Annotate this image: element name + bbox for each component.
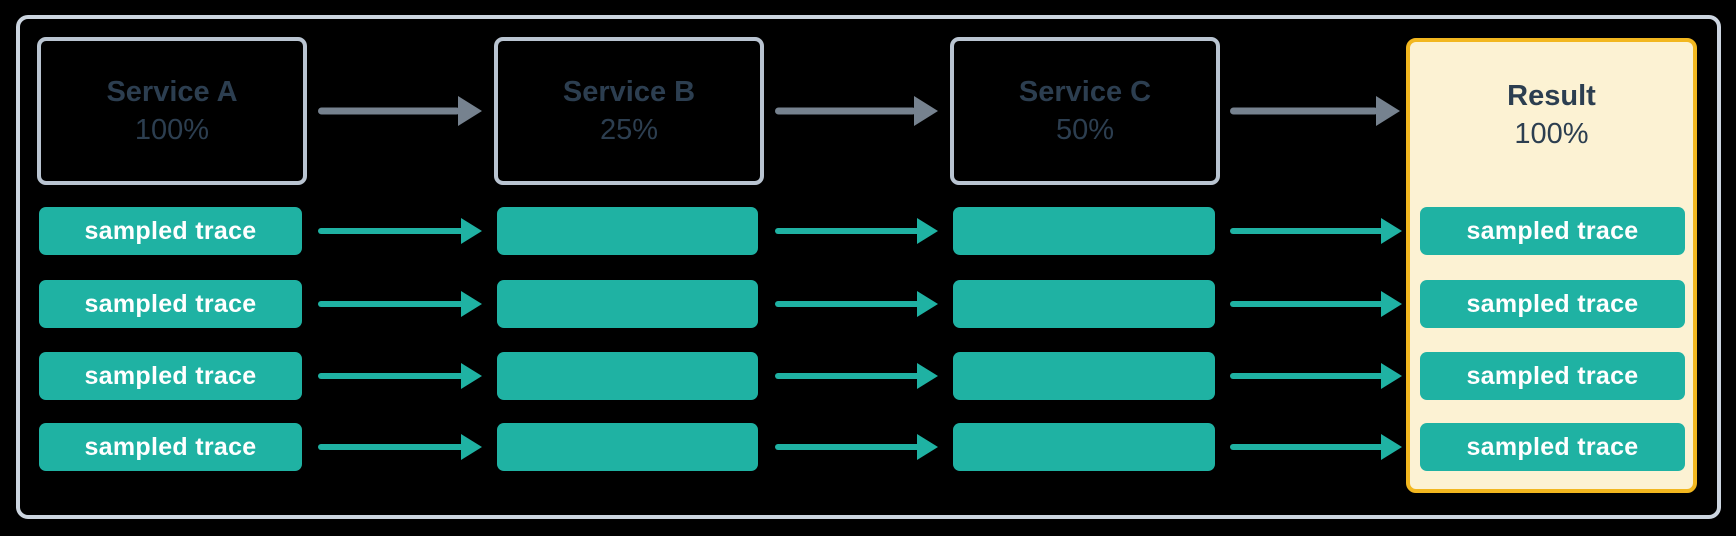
result-title: Result (1507, 79, 1596, 112)
sampled-trace-box: sampled trace (39, 207, 302, 255)
sampled-trace-box: sampled trace (39, 423, 302, 471)
trace-box (953, 280, 1215, 328)
service-name: Service C (1018, 75, 1152, 108)
service-a-box: Service A 100% (37, 37, 307, 185)
sampled-trace-box: sampled trace (1420, 207, 1685, 255)
arrow-right-icon (318, 218, 482, 244)
service-c-box: Service C 50% (950, 37, 1220, 185)
arrow-right-icon (1230, 363, 1402, 389)
trace-box (953, 352, 1215, 400)
diagram-border (16, 15, 1721, 519)
arrow-right-icon (775, 96, 938, 126)
service-name: Service B (562, 75, 696, 108)
sampled-trace-box: sampled trace (1420, 280, 1685, 328)
service-sample-rate: 25% (599, 113, 659, 146)
arrow-right-icon (775, 218, 938, 244)
result-header: Result 100% (1410, 42, 1693, 188)
sampled-trace-box: sampled trace (39, 352, 302, 400)
arrow-right-icon (1230, 434, 1402, 460)
service-b-box: Service B 25% (494, 37, 764, 185)
sampled-trace-box: sampled trace (1420, 352, 1685, 400)
trace-box (497, 280, 758, 328)
arrow-right-icon (1230, 96, 1400, 126)
trace-box (497, 423, 758, 471)
arrow-right-icon (318, 291, 482, 317)
arrow-right-icon (318, 96, 482, 126)
arrow-right-icon (318, 434, 482, 460)
trace-box (497, 207, 758, 255)
service-sample-rate: 50% (1055, 113, 1115, 146)
sampled-trace-box: sampled trace (39, 280, 302, 328)
result-sample-rate: 100% (1514, 117, 1589, 150)
trace-box (953, 207, 1215, 255)
arrow-right-icon (775, 363, 938, 389)
arrow-right-icon (1230, 218, 1402, 244)
sampled-trace-box: sampled trace (1420, 423, 1685, 471)
result-box: Result 100% sampled trace sampled trace … (1406, 38, 1697, 493)
arrow-right-icon (1230, 291, 1402, 317)
arrow-right-icon (318, 363, 482, 389)
arrow-right-icon (775, 434, 938, 460)
service-sample-rate: 100% (134, 113, 210, 146)
trace-box (497, 352, 758, 400)
service-name: Service A (106, 75, 238, 108)
arrow-right-icon (775, 291, 938, 317)
trace-box (953, 423, 1215, 471)
